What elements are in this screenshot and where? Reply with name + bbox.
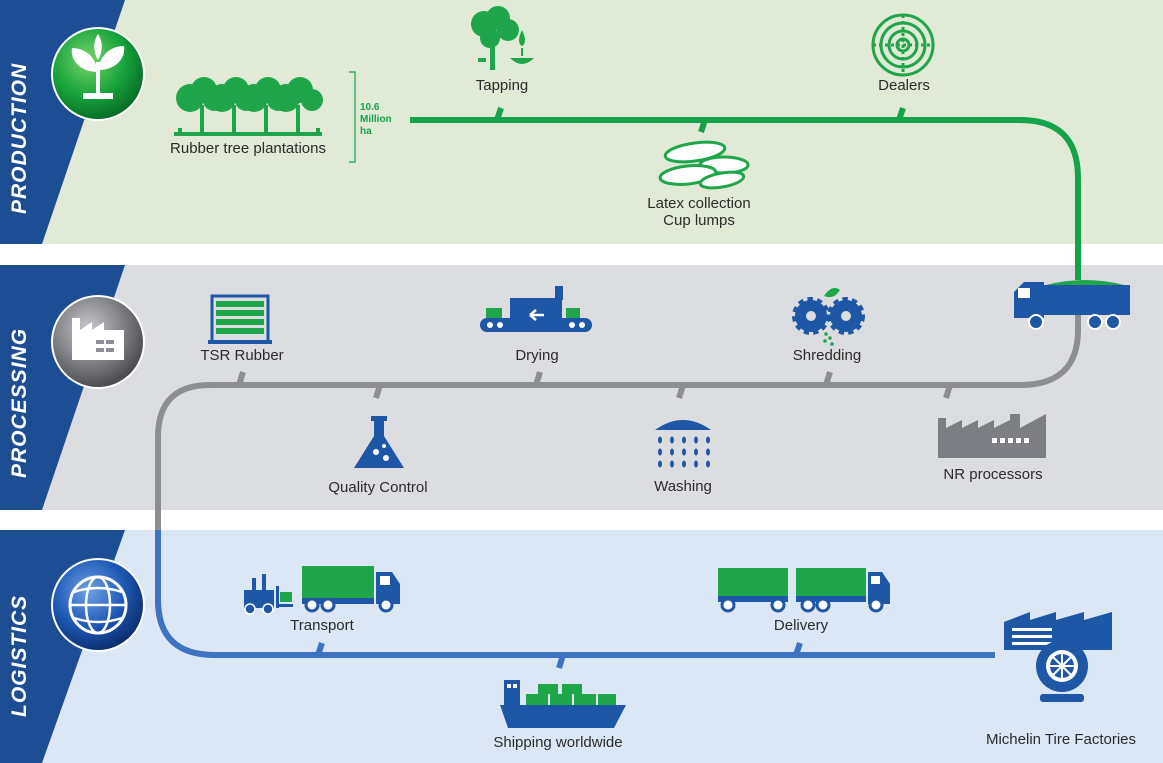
conveyor-icon (480, 286, 592, 332)
production-flow-line (410, 117, 1081, 280)
transport-truck-icon (302, 566, 400, 613)
coil-icon (871, 13, 935, 77)
logistics-flow-line (155, 530, 995, 658)
forklift-icon (244, 574, 293, 615)
crate-icon (208, 294, 272, 344)
shower-icon (655, 420, 711, 468)
label-washing: Washing (654, 478, 712, 495)
label-latex-collection: Latex collection (647, 195, 751, 212)
tree-icon (471, 6, 519, 70)
production-ticks (494, 107, 906, 133)
label-nr-processors: NR processors (943, 466, 1043, 483)
plant-icon (51, 27, 145, 121)
tree-row-icon (174, 77, 323, 136)
label-area-value: 10.6 (360, 102, 380, 113)
section-title-logistics: LOGISTICS (8, 594, 31, 717)
delivery-truck-icon (718, 568, 890, 613)
logistics-ticks (315, 642, 803, 669)
label-tsr-rubber: TSR Rubber (200, 347, 284, 364)
factory-icon (51, 295, 145, 389)
truck-icon (1014, 280, 1130, 330)
nr-factory-icon (938, 414, 1046, 458)
section-title-production: PRODUCTION (8, 62, 31, 214)
label-quality-control: Quality Control (328, 479, 428, 496)
label-delivery: Delivery (773, 617, 829, 634)
ship-icon (500, 680, 626, 728)
tire-factory-icon (1004, 612, 1112, 702)
gears-icon (792, 288, 865, 346)
label-cup-lumps: Cup lumps (663, 212, 735, 229)
label-dealers: Dealers (878, 77, 930, 94)
label-area-unit-million: Million (360, 114, 392, 125)
label-area-unit-ha: ha (360, 126, 372, 137)
area-bracket (349, 71, 356, 163)
label-shredding: Shredding (792, 347, 862, 364)
globe-icon (51, 558, 145, 652)
label-rubber-tree-plantations: Rubber tree plantations (170, 140, 326, 157)
flask-icon (354, 416, 404, 468)
droplet-icon (510, 30, 534, 64)
label-drying: Drying (515, 347, 559, 364)
label-michelin-tire-factories: Michelin Tire Factories (985, 731, 1137, 748)
leaf-icon (658, 140, 750, 190)
processing-ticks (236, 371, 953, 399)
section-title-processing: PROCESSING (8, 327, 31, 478)
label-transport: Transport (290, 617, 354, 634)
label-shipping-worldwide: Shipping worldwide (493, 734, 623, 751)
label-tapping: Tapping (475, 77, 529, 94)
